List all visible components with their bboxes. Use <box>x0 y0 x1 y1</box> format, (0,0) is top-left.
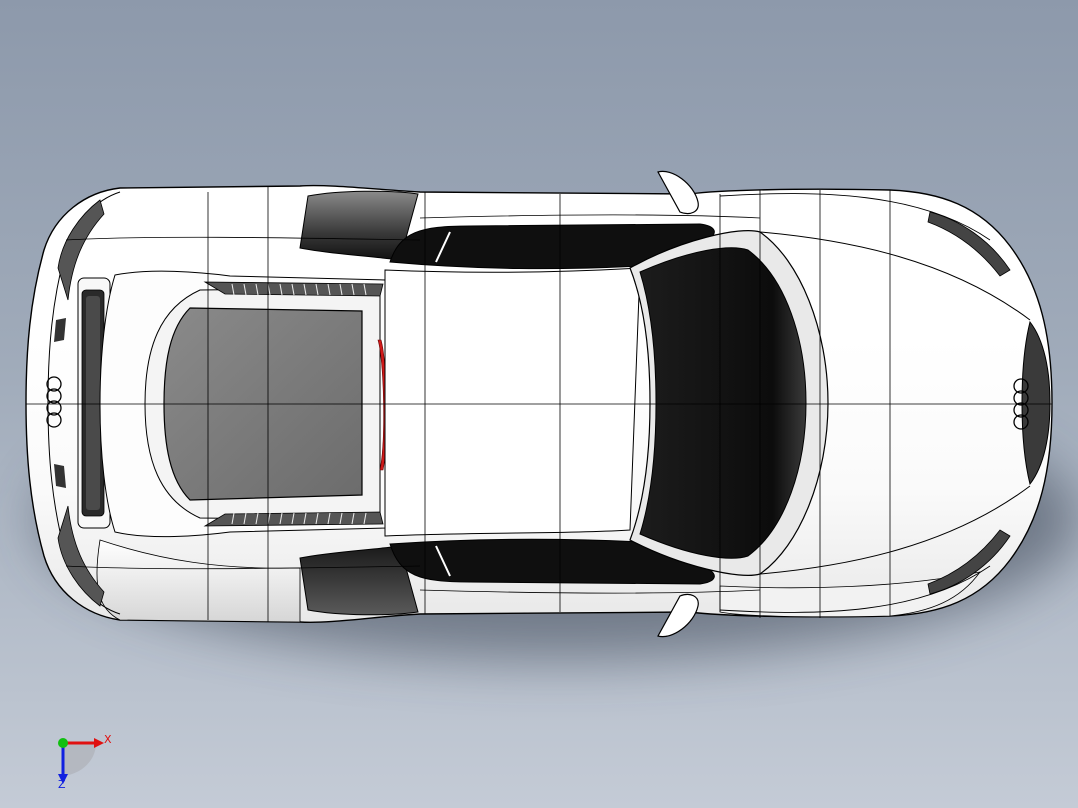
coordinate-triad: X Z <box>48 728 118 792</box>
side-window-top <box>389 223 715 270</box>
front-grille <box>1021 320 1051 486</box>
hood-line-top <box>759 231 1031 321</box>
headlight-bottom <box>927 529 1011 595</box>
rear-vent-bottom <box>54 464 66 488</box>
window-glint-bottom <box>435 545 451 577</box>
front-wheel-arch-bottom <box>719 565 991 613</box>
hood-line-bottom <box>759 485 1031 575</box>
engine-vent-bottom <box>203 511 384 527</box>
lower-flank-front <box>719 571 981 618</box>
rear-vent-top <box>54 318 66 342</box>
triad-graphic <box>58 738 104 784</box>
side-window-bottom <box>389 538 715 585</box>
headlight-top <box>927 211 1011 277</box>
side-intake-bottom <box>299 545 419 616</box>
windshield <box>639 247 807 559</box>
side-mirror-top <box>657 170 699 215</box>
rear-light-strip-inner <box>86 296 100 510</box>
z-axis-arrow <box>58 774 68 784</box>
triad-plane <box>63 743 96 776</box>
engine-vent-top <box>203 281 384 297</box>
rear-diffuser-bottom <box>57 505 105 607</box>
side-mirror-bottom <box>657 593 699 638</box>
front-logo <box>1013 378 1029 430</box>
x-axis-label: X <box>104 733 112 746</box>
cabin-roof <box>384 267 641 537</box>
construction-lines <box>26 186 1052 622</box>
y-axis-dot <box>58 738 68 748</box>
z-axis-label: Z <box>58 778 66 791</box>
window-glint-top <box>435 231 451 263</box>
front-wheel-arch-top <box>719 193 991 241</box>
x-axis-arrow <box>94 738 104 748</box>
rear-logo <box>46 376 62 428</box>
rear-diffuser <box>57 199 105 301</box>
